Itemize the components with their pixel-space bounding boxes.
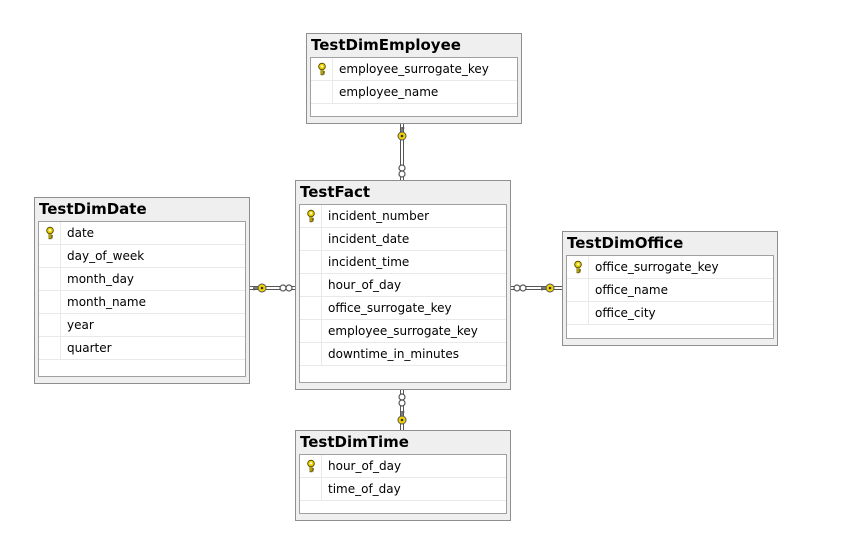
key-cell [300, 274, 322, 296]
column-name: hour_of_day [328, 278, 402, 292]
column-list: hour_of_day time_of_day [299, 454, 507, 514]
one-end-key-icon [253, 283, 267, 293]
one-end-key-icon [397, 411, 407, 425]
column-name: incident_date [328, 232, 410, 246]
column-row[interactable]: office_name [567, 279, 773, 302]
key-cell [300, 455, 322, 477]
key-cell [300, 205, 322, 227]
column-row[interactable]: day_of_week [39, 245, 245, 268]
column-name: employee_surrogate_key [339, 62, 489, 76]
column-name: year [67, 318, 94, 332]
key-cell [300, 228, 322, 250]
column-name: month_name [67, 295, 146, 309]
relationship-employee-fact[interactable] [397, 124, 407, 180]
column-name: incident_time [328, 255, 410, 269]
one-end-key-icon [541, 283, 555, 293]
column-name: employee_name [339, 85, 439, 99]
many-end-infinity-icon [398, 164, 406, 178]
column-name: office_city [595, 306, 656, 320]
column-name: office_surrogate_key [595, 260, 719, 274]
column-row[interactable]: employee_surrogate_key [311, 58, 517, 81]
key-cell [300, 320, 322, 342]
column-list: employee_surrogate_key employee_name [310, 57, 518, 117]
column-name: employee_surrogate_key [328, 324, 478, 338]
many-end-infinity-icon [279, 284, 293, 292]
table-title: TestDimTime [300, 433, 409, 451]
many-end-infinity-icon [398, 393, 406, 407]
column-row[interactable]: hour_of_day [300, 274, 506, 297]
column-name: day_of_week [67, 249, 145, 263]
key-cell [300, 478, 322, 500]
column-row[interactable]: incident_number [300, 205, 506, 228]
key-cell [39, 314, 61, 336]
column-name: incident_number [328, 209, 430, 223]
column-row[interactable]: month_day [39, 268, 245, 291]
table-title: TestDimDate [39, 200, 147, 218]
column-row[interactable]: quarter [39, 337, 245, 360]
column-row[interactable]: office_surrogate_key [567, 256, 773, 279]
column-row[interactable]: time_of_day [300, 478, 506, 501]
column-name: month_day [67, 272, 135, 286]
key-cell [39, 291, 61, 313]
column-row[interactable]: downtime_in_minutes [300, 343, 506, 366]
column-name: downtime_in_minutes [328, 347, 460, 361]
column-name: time_of_day [328, 482, 401, 496]
key-cell [300, 343, 322, 365]
column-list: incident_number incident_date incident_tim… [299, 204, 507, 383]
column-row[interactable]: incident_time [300, 251, 506, 274]
column-row[interactable]: employee_name [311, 81, 517, 104]
key-cell [39, 222, 61, 244]
column-row[interactable]: incident_date [300, 228, 506, 251]
key-cell [567, 302, 589, 324]
column-row[interactable]: office_surrogate_key [300, 297, 506, 320]
column-name: quarter [67, 341, 112, 355]
column-row[interactable]: date [39, 222, 245, 245]
key-cell [311, 81, 333, 103]
column-row[interactable]: hour_of_day [300, 455, 506, 478]
many-end-infinity-icon [513, 284, 527, 292]
table-title: TestFact [300, 183, 371, 201]
key-cell [39, 268, 61, 290]
column-name: office_name [595, 283, 668, 297]
relationship-office-fact[interactable] [511, 283, 562, 293]
table-title: TestDimEmployee [311, 36, 461, 54]
table-title: TestDimOffice [567, 234, 684, 252]
relationship-time-fact[interactable] [397, 390, 407, 430]
column-row[interactable]: office_city [567, 302, 773, 325]
column-list: office_surrogate_key office_name office_ci… [566, 255, 774, 339]
key-cell [567, 256, 589, 278]
key-cell [311, 58, 333, 80]
column-row[interactable]: month_name [39, 291, 245, 314]
one-end-key-icon [397, 127, 407, 141]
relationship-date-fact[interactable] [250, 283, 295, 293]
key-cell [39, 245, 61, 267]
key-cell [567, 279, 589, 301]
table-testdimtime[interactable]: TestDimTime hour_of_day time_of_day [295, 430, 511, 521]
column-name: office_surrogate_key [328, 301, 452, 315]
column-name: hour_of_day [328, 459, 402, 473]
column-name: date [67, 226, 95, 240]
column-row[interactable]: employee_surrogate_key [300, 320, 506, 343]
key-cell [300, 251, 322, 273]
key-cell [39, 337, 61, 359]
key-cell [300, 297, 322, 319]
column-row[interactable]: year [39, 314, 245, 337]
